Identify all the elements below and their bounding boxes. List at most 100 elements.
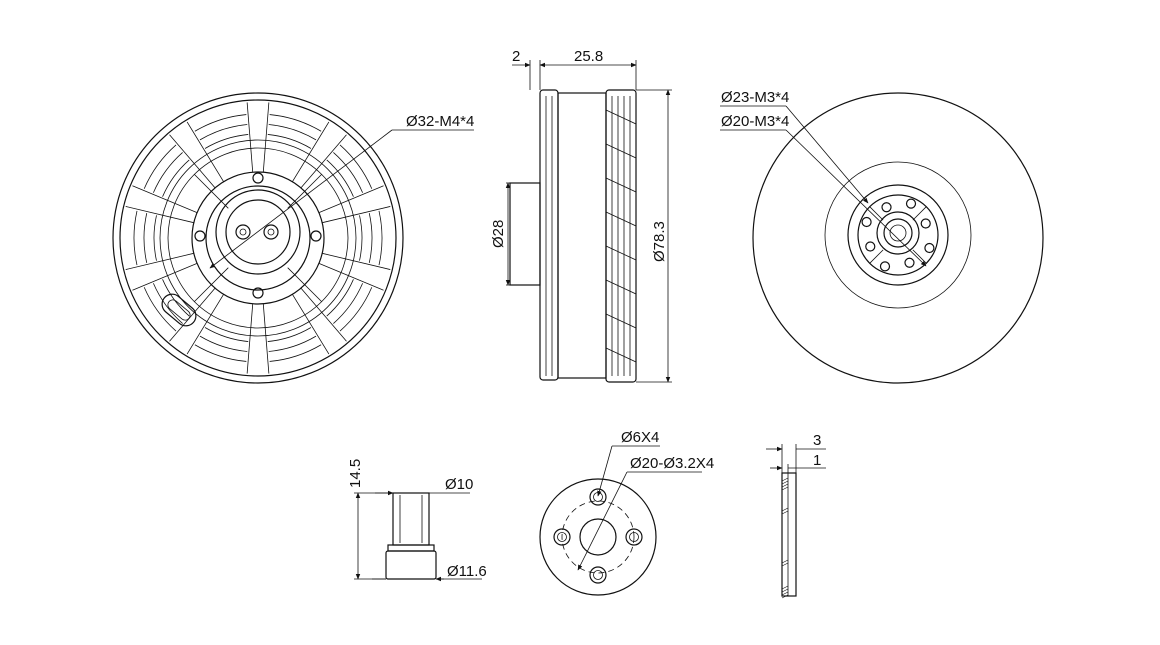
rear-bolt-hole <box>879 261 891 272</box>
plate-section: 3 1 <box>766 432 826 599</box>
section-hatch-line <box>781 588 789 593</box>
front-spoke <box>246 303 270 374</box>
front-rib <box>333 152 363 193</box>
front-rib <box>133 210 138 266</box>
rear-bolt-hole <box>865 241 876 252</box>
front-rib <box>204 134 249 149</box>
front-rib <box>194 114 247 132</box>
rear-bolt-outer-label: Ø23-M3*4 <box>721 89 789 106</box>
shaft-base-dia-label: Ø11.6 <box>447 563 487 580</box>
rear-bolt-hole <box>904 257 915 268</box>
side-diagonal-rib <box>605 211 637 227</box>
front-rib <box>268 335 317 352</box>
rear-arm <box>912 206 927 221</box>
front-spoke <box>292 121 347 189</box>
section-hatch-line <box>781 486 789 491</box>
section-hatch-line <box>781 483 789 488</box>
plate-hole-outer <box>553 528 571 546</box>
front-rib <box>269 114 322 132</box>
side-diagonal-rib <box>605 177 637 193</box>
front-rib <box>339 144 373 189</box>
section-hatch-line <box>781 480 789 485</box>
section-hatch-line <box>781 510 789 515</box>
rear-view: Ø23-M3*4 Ø20-M3*4 <box>720 89 1044 384</box>
front-rib <box>204 327 249 342</box>
side-width-label: 25.8 <box>574 48 603 65</box>
front-spoke <box>125 252 198 291</box>
rear-bolt-hole <box>920 218 931 229</box>
front-spoke <box>169 121 224 189</box>
shaft-top-dia-label: Ø10 <box>445 476 473 493</box>
front-spoke <box>125 185 198 224</box>
plate-hole-outer <box>589 566 607 584</box>
front-spoke <box>318 185 391 224</box>
plate-hole-outer <box>625 528 643 546</box>
plate-bolt-label: Ø20-Ø3.2X4 <box>630 455 714 472</box>
plate-hole-label: Ø6X4 <box>621 429 659 446</box>
rear-arm <box>869 206 884 221</box>
plate-hole-outer <box>589 488 607 506</box>
front-rib <box>359 215 363 261</box>
side-diagonal-rib <box>605 279 637 295</box>
front-rib <box>267 134 312 149</box>
front-rib <box>143 213 148 263</box>
side-body-dia-label: Ø78.3 <box>651 221 668 262</box>
shaft-detail: 14.5 Ø10 Ø11.6 <box>347 459 487 582</box>
plate-hole-inner <box>593 492 603 502</box>
front-rib <box>268 124 317 141</box>
plate-thickness-label: 3 <box>813 432 821 449</box>
front-rib <box>199 335 248 352</box>
rear-arm <box>869 249 884 264</box>
side-diagonal-rib <box>605 245 637 261</box>
section-hatch-line <box>781 585 789 590</box>
front-rib <box>143 287 177 332</box>
front-spoke <box>292 287 347 355</box>
shaft-length-label: 14.5 <box>347 459 364 488</box>
side-diagonal-rib <box>605 347 637 363</box>
front-rib <box>339 287 373 332</box>
front-rib <box>162 279 190 317</box>
rear-bolt-hole <box>881 202 892 213</box>
section-hatch-line <box>781 591 789 596</box>
front-spoke <box>246 102 270 173</box>
front-spoke <box>318 252 391 291</box>
front-rib <box>368 213 373 263</box>
front-view: Ø32-M4*4 <box>112 92 474 384</box>
front-rib <box>153 283 183 324</box>
rear-bolt-hole <box>861 216 872 228</box>
rear-bolt-hole <box>924 242 935 254</box>
front-rib <box>267 327 312 342</box>
front-rib <box>326 159 354 197</box>
section-hatch-line <box>781 562 789 567</box>
front-rib <box>378 210 383 266</box>
plate-hole-inner <box>557 532 567 542</box>
side-view: 2 25.8 Ø28 Ø78.3 <box>490 48 672 383</box>
front-spoke <box>169 287 224 355</box>
front-rib <box>199 124 248 141</box>
rear-bolt-hole <box>905 198 917 209</box>
front-bolt-label: Ø32-M4*4 <box>406 113 474 130</box>
side-shaft-dia-label: Ø28 <box>490 220 507 248</box>
side-offset-label: 2 <box>512 48 520 65</box>
front-rib <box>269 344 322 362</box>
section-hatch-line <box>781 477 789 482</box>
plate-step-label: 1 <box>813 452 821 469</box>
front-rib <box>153 152 183 193</box>
plate-hole-inner <box>629 532 639 542</box>
side-diagonal-rib <box>605 313 637 329</box>
rear-bolt-inner-label: Ø20-M3*4 <box>721 113 789 130</box>
front-rib <box>153 215 157 261</box>
side-diagonal-rib <box>605 143 637 159</box>
section-hatch-line <box>781 507 789 512</box>
section-hatch-line <box>781 559 789 564</box>
front-rib <box>143 144 177 189</box>
front-rib <box>194 344 247 362</box>
plate-hole-inner <box>593 570 603 580</box>
section-hatch-line <box>781 594 789 599</box>
front-rib <box>326 279 354 317</box>
side-diagonal-rib <box>605 109 637 125</box>
front-rib <box>162 159 190 197</box>
rear-arm <box>912 249 927 264</box>
front-rib <box>333 283 363 324</box>
